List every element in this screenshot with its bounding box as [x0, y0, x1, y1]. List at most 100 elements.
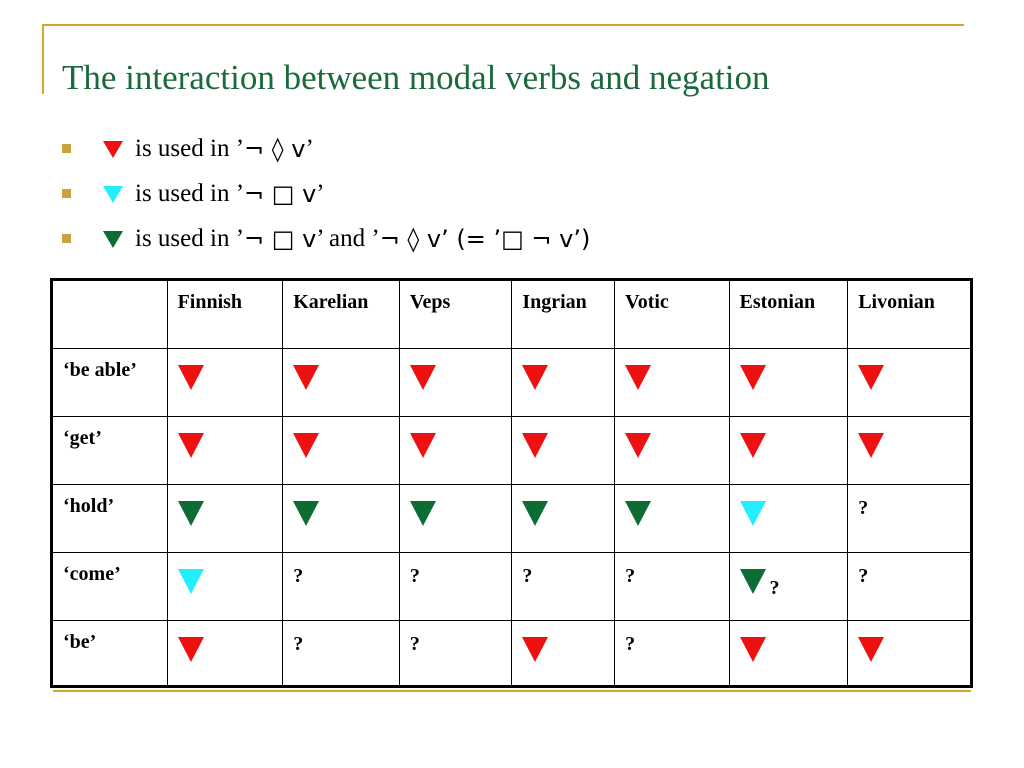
unknown-mark: ?	[293, 565, 304, 587]
table-cell	[614, 348, 730, 417]
legend-text: is used in ’	[135, 179, 245, 207]
red-triangle-icon	[858, 433, 885, 458]
unknown-mark: ?	[858, 565, 869, 587]
row-label: ‘be able’	[51, 348, 168, 417]
bullet-square-icon	[62, 234, 71, 243]
table-cell	[398, 484, 513, 553]
red-triangle-icon	[739, 637, 766, 662]
red-triangle-icon	[409, 365, 436, 390]
slide-title: The interaction between modal verbs and …	[62, 58, 770, 97]
table-cell	[728, 620, 849, 688]
table-cell: ?	[614, 552, 730, 621]
table-cell: ?	[614, 620, 730, 688]
column-header: Estonian	[728, 279, 849, 349]
green-triangle-icon	[409, 501, 436, 526]
cyan-triangle-icon	[103, 186, 123, 203]
legend-item-cyan: is used in ’¬ □ v’	[62, 171, 590, 216]
green-triangle-icon	[103, 231, 123, 248]
red-triangle-icon	[858, 637, 885, 662]
red-triangle-icon	[625, 365, 652, 390]
red-triangle-icon	[625, 433, 652, 458]
unknown-mark: ?	[769, 577, 780, 599]
red-triangle-icon	[103, 141, 123, 158]
row-label: ‘get’	[51, 416, 168, 485]
table-cell: ?	[728, 552, 849, 621]
table-cell	[728, 348, 849, 417]
table-corner-cell	[51, 279, 168, 349]
table-cell: ?	[511, 552, 616, 621]
bullet-square-icon	[62, 189, 71, 198]
column-header: Votic	[614, 279, 730, 349]
table-cell	[166, 552, 284, 621]
red-triangle-icon	[293, 365, 320, 390]
red-triangle-icon	[522, 637, 549, 662]
cyan-triangle-icon	[739, 501, 766, 526]
legend-formula-extra: ¬ ◊ v’ (= ’□ ¬ v’)	[379, 224, 591, 253]
red-triangle-icon	[177, 637, 204, 662]
footer-rule	[53, 690, 971, 692]
unknown-mark: ?	[293, 633, 304, 655]
red-triangle-icon	[293, 433, 320, 458]
red-triangle-icon	[858, 365, 885, 390]
legend-text-after: ’	[316, 179, 325, 207]
column-header: Veps	[398, 279, 513, 349]
legend-formula: ¬ □ v	[244, 224, 317, 253]
legend-item-red: is used in ’¬ ◊ v’	[62, 126, 590, 171]
red-triangle-icon	[739, 365, 766, 390]
green-triangle-icon	[177, 501, 204, 526]
legend-formula: ¬ ◊ v	[244, 134, 306, 163]
table-cell	[398, 348, 513, 417]
column-header: Ingrian	[511, 279, 616, 349]
table-row: ‘get’	[51, 416, 972, 485]
table-cell: ?	[282, 620, 400, 688]
legend-item-green: is used in ’¬ □ v’ and ’¬ ◊ v’ (= ’□ ¬ v…	[62, 216, 590, 261]
table-cell: ?	[847, 484, 972, 553]
unknown-mark: ?	[522, 565, 533, 587]
red-triangle-icon	[739, 433, 766, 458]
column-header: Livonian	[847, 279, 972, 349]
green-triangle-icon	[293, 501, 320, 526]
frame-left-rule	[42, 24, 44, 94]
table-cell	[511, 484, 616, 553]
table-row: ‘be able’	[51, 348, 972, 417]
cyan-triangle-icon	[177, 569, 204, 594]
red-triangle-icon	[522, 365, 549, 390]
table-cell	[728, 484, 849, 553]
table-cell: ?	[398, 620, 513, 688]
unknown-mark: ?	[625, 565, 636, 587]
row-label: ‘come’	[51, 552, 168, 621]
table-cell	[282, 484, 400, 553]
legend-text-after: ’	[305, 134, 314, 162]
green-triangle-icon	[739, 569, 766, 594]
red-triangle-icon	[177, 433, 204, 458]
table-cell	[282, 348, 400, 417]
table-cell: ?	[847, 552, 972, 621]
table-cell	[282, 416, 400, 485]
legend-list: is used in ’¬ ◊ v’ is used in ’¬ □ v’ is…	[62, 126, 590, 261]
table-cell	[166, 484, 284, 553]
frame-top-rule	[42, 24, 964, 26]
table-cell	[398, 416, 513, 485]
table-cell	[728, 416, 849, 485]
table-cell	[847, 416, 972, 485]
table-cell	[166, 416, 284, 485]
column-header: Finnish	[166, 279, 284, 349]
table-cell: ?	[398, 552, 513, 621]
unknown-mark: ?	[625, 633, 636, 655]
table-row: ‘hold’?	[51, 484, 972, 553]
red-triangle-icon	[409, 433, 436, 458]
legend-text: is used in ’	[135, 224, 245, 252]
table-row: ‘be’???	[51, 620, 972, 688]
table-row: ‘come’??????	[51, 552, 972, 621]
bullet-square-icon	[62, 144, 71, 153]
table-cell	[614, 416, 730, 485]
table-cell	[847, 620, 972, 688]
green-triangle-icon	[522, 501, 549, 526]
table-cell	[511, 416, 616, 485]
table-cell	[166, 348, 284, 417]
red-triangle-icon	[177, 365, 204, 390]
legend-text-after: ’ and ’	[316, 224, 380, 252]
unknown-mark: ?	[409, 565, 420, 587]
